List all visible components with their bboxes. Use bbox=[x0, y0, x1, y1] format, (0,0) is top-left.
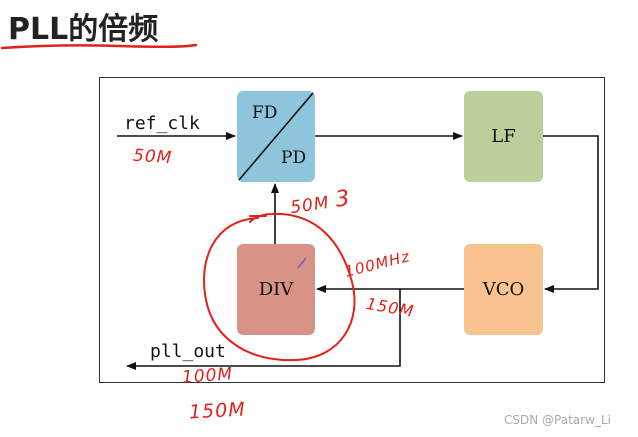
watermark: CSDN @Patarw_Li bbox=[504, 413, 611, 427]
pll-out-arrow bbox=[126, 289, 401, 370]
vco-label: VCO bbox=[482, 279, 525, 300]
out-freq-note-1: 100M bbox=[181, 364, 234, 388]
fd-pd-divider-line bbox=[238, 92, 314, 181]
red-circle-annotation bbox=[203, 212, 356, 362]
lf-to-vco-arrow bbox=[543, 135, 599, 293]
lf-label: LF bbox=[491, 126, 516, 147]
page-title: PLL的倍频 bbox=[8, 12, 159, 47]
div-block: DIV bbox=[237, 244, 315, 335]
out-freq-note-2: 150M bbox=[188, 398, 247, 424]
ref-freq-note: 50M bbox=[132, 145, 173, 169]
pll-out-label: pll_out bbox=[150, 341, 226, 362]
div-label: DIV bbox=[258, 279, 294, 300]
vco-block: VCO bbox=[464, 244, 543, 335]
lf-block: LF bbox=[464, 91, 543, 182]
fd-label: FD bbox=[252, 103, 278, 123]
ref-clk-label: ref_clk bbox=[124, 113, 200, 134]
diagram-frame bbox=[99, 77, 605, 383]
title-underline bbox=[0, 43, 198, 50]
purple-tick-mark bbox=[297, 257, 307, 269]
feedback-freq-value: 50M bbox=[289, 192, 331, 219]
pd-label: PD bbox=[281, 148, 307, 168]
